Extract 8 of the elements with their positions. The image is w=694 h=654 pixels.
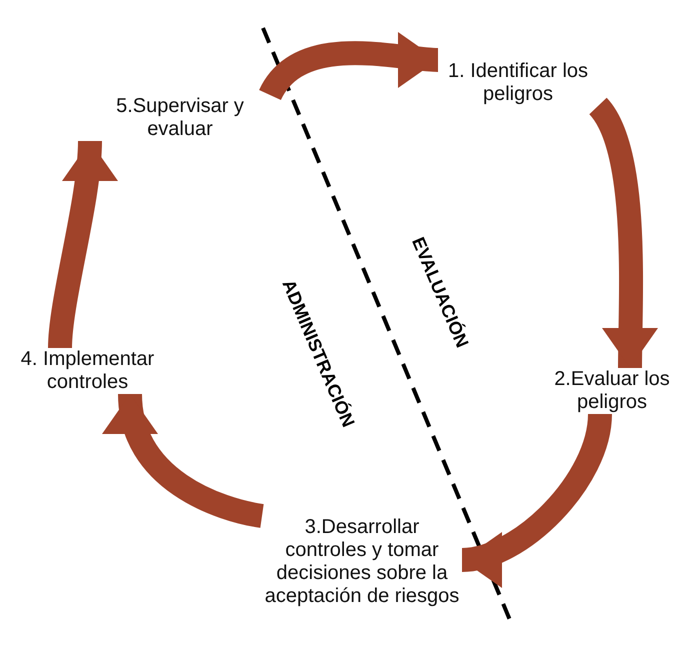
step-text: 5.Supervisar y evaluar — [90, 95, 270, 141]
curved-arrow — [48, 140, 116, 349]
step-text: 1. Identificar los peligros — [438, 60, 598, 106]
step-text: 2.Evaluar los peligros — [537, 368, 687, 414]
curved-arrow — [588, 98, 658, 368]
step-text: 4. Implementar controles — [10, 348, 165, 394]
curved-arrow — [260, 30, 439, 102]
step-text: 3.Desarrollar controles y tomar decisiones sobre la aceptación de riesgos — [262, 516, 462, 608]
